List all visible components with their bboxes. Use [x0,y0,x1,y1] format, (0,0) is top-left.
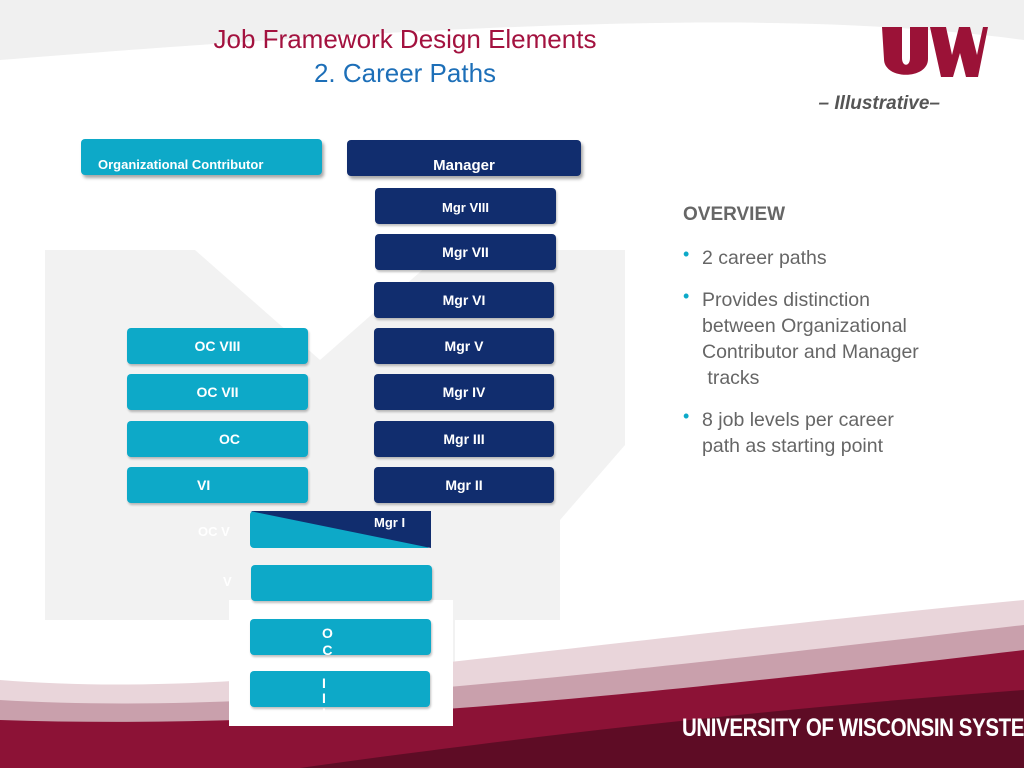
oc-level-2: I I I [250,671,430,721]
shared-level-box [250,511,431,548]
bullet-dot-icon: • [683,286,690,306]
illustrative-label: – Illustrative– [818,93,940,114]
bullet-dot-icon: • [683,406,690,426]
oc-level-3: O C [250,619,431,658]
oc-level-6-part1: OC [127,421,308,457]
mgr-level-5: Mgr V [374,328,554,364]
bullet-dot-icon: • [683,244,690,264]
oc-level-4-box [251,565,432,601]
oc-track-header: Organizational Contributor [81,139,322,175]
mgr-level-2: Mgr II [374,467,554,503]
mgr-level-1: Mgr I [374,515,406,530]
mgr-level-7: Mgr VII [375,234,556,270]
slide-subtitle: 2. Career Paths [313,58,497,88]
oc-level-6-part2: VI [127,467,308,503]
footer-university-name: UNIVERSITY OF WISCONSIN SYSTEM [682,714,1024,742]
mgr-level-4: Mgr IV [374,374,554,410]
overview-heading: OVERVIEW [683,204,786,225]
mgr-level-6: Mgr VI [374,282,554,318]
mgr-level-8: Mgr VIII [375,188,556,224]
manager-track-header: Manager [347,140,581,176]
uw-logo [882,27,988,77]
oc-level-4: V [223,574,232,589]
slide-title: Job Framework Design Elements [213,24,597,54]
mgr-level-3: Mgr III [374,421,554,457]
background-arrow [45,250,625,725]
oc-level-5: OC V [198,524,230,539]
oc-level-7: OC VII [127,374,308,410]
oc-level-8: OC VIII [127,328,308,364]
